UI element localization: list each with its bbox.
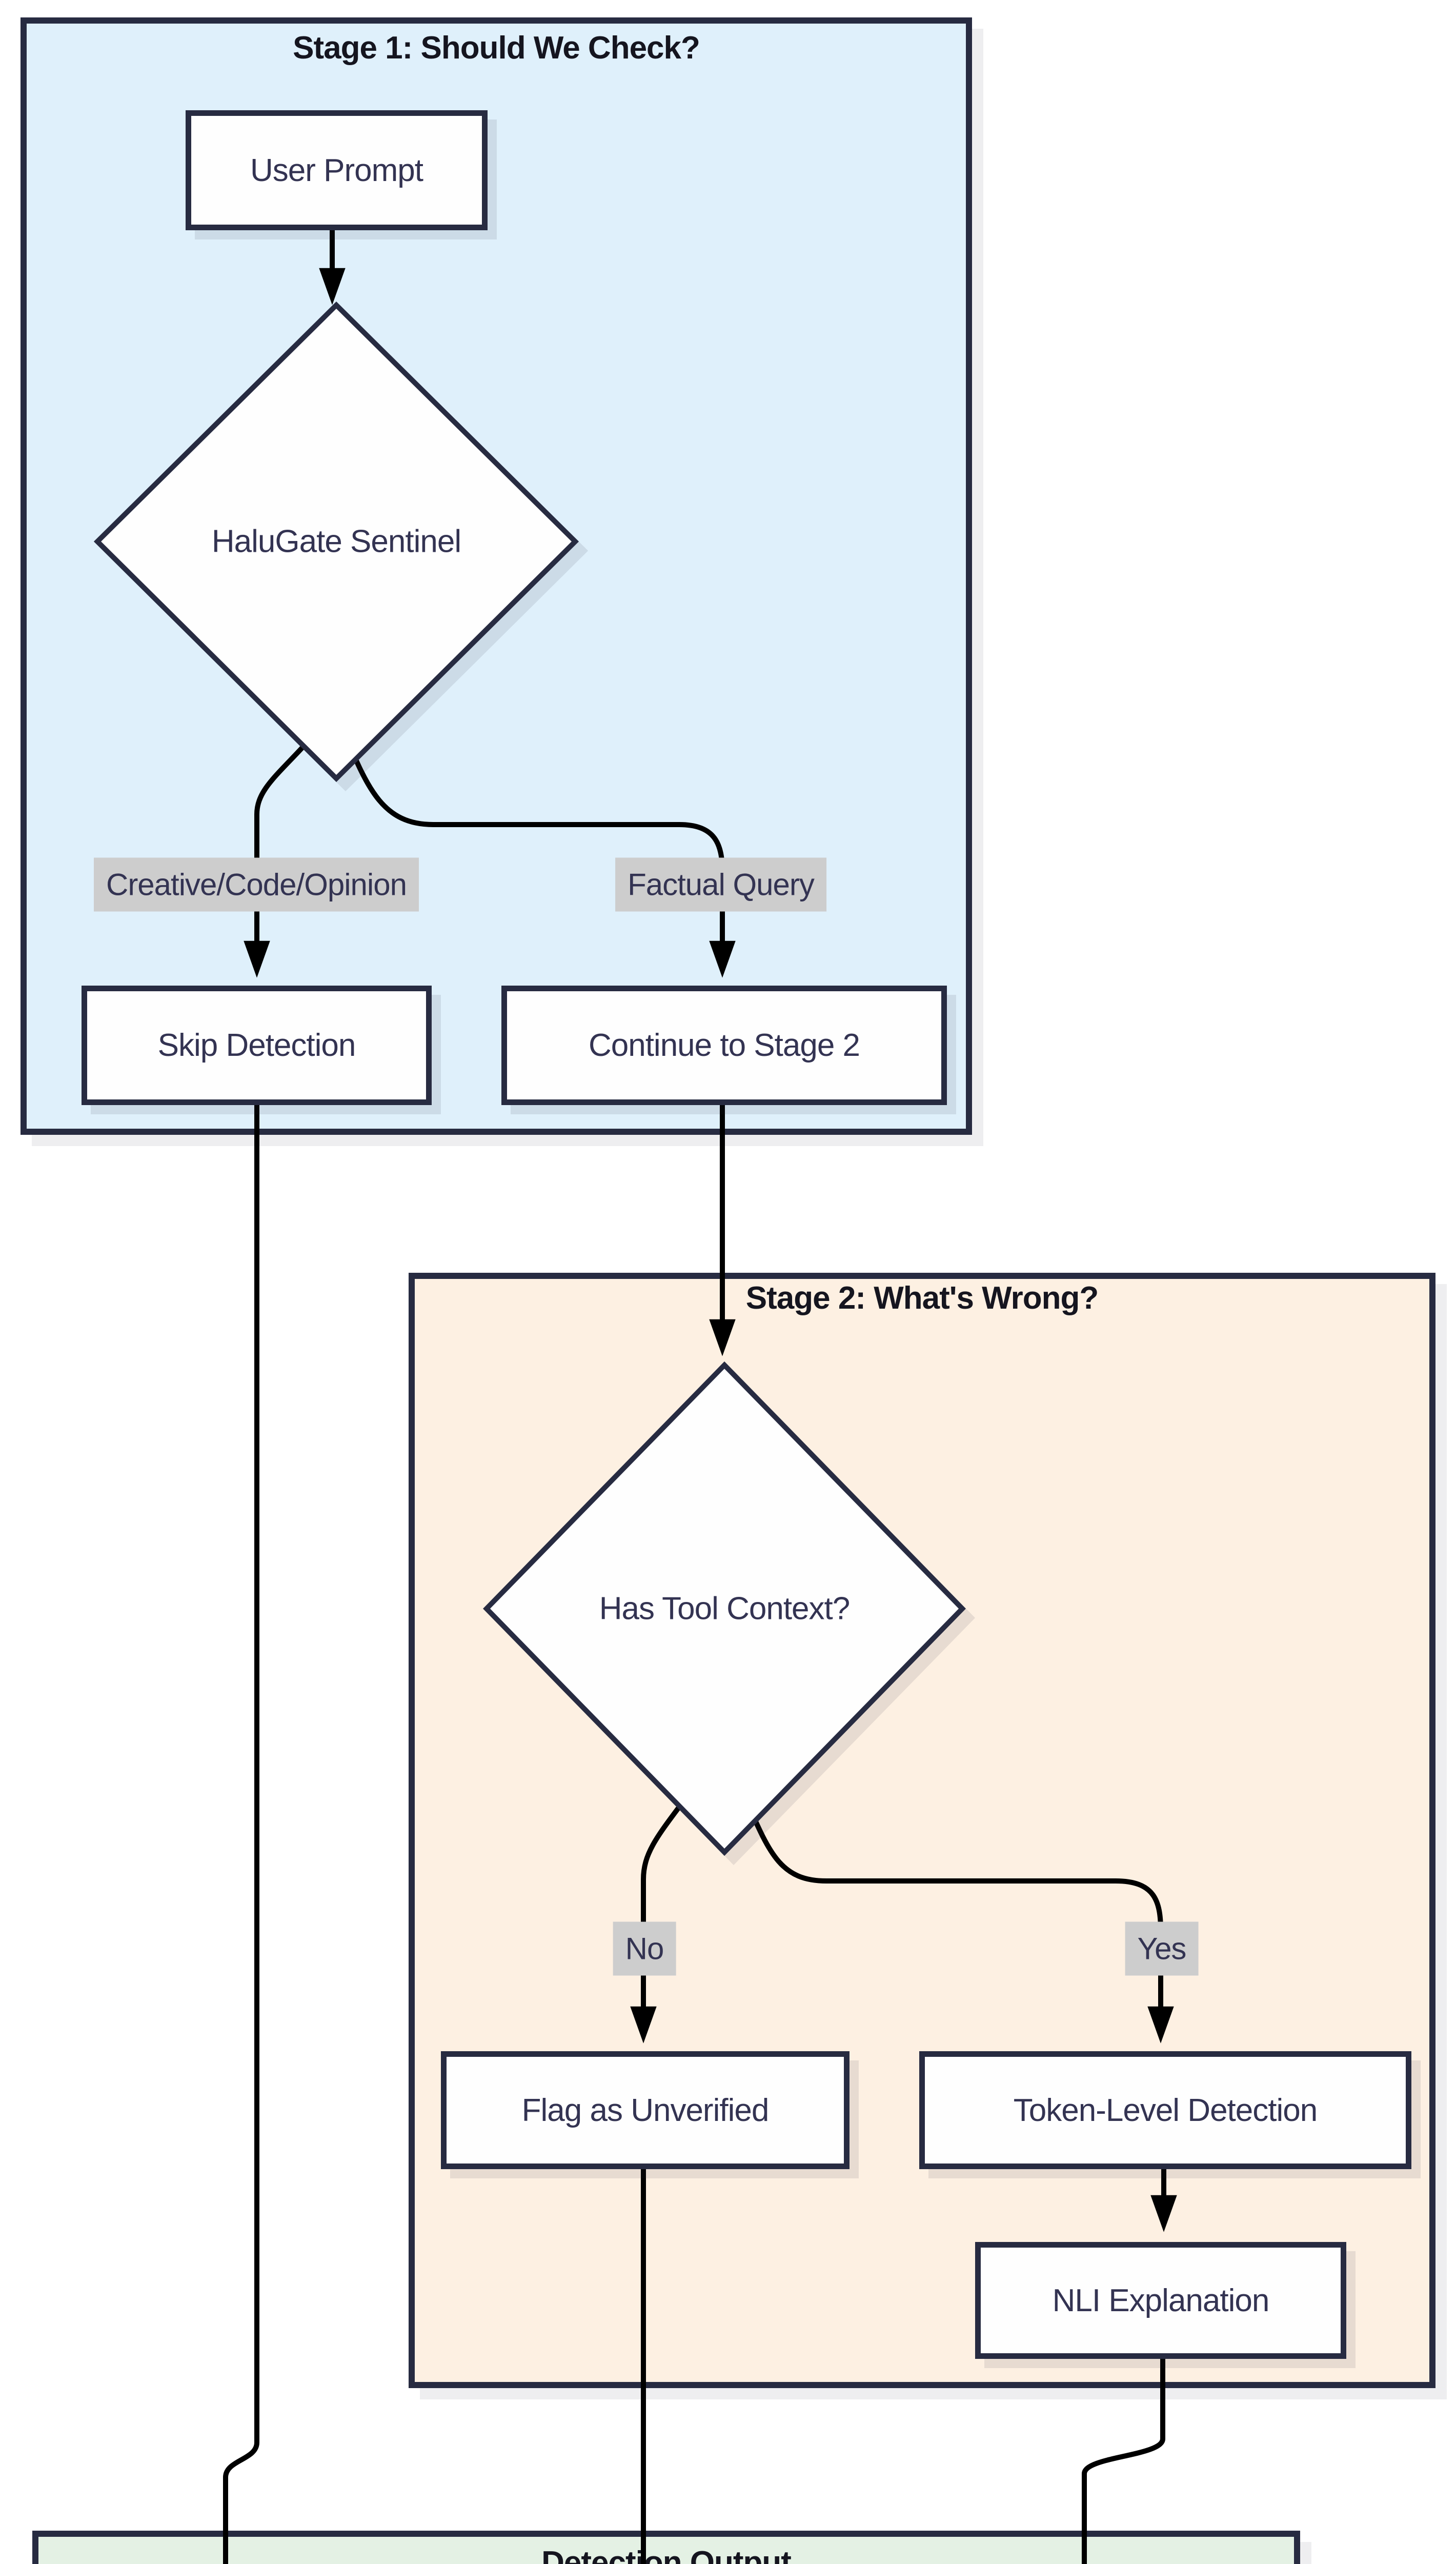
halugate-sentinel-diamond (93, 301, 579, 783)
node-flag-unverified: Flag as Unverified (441, 2051, 850, 2169)
edge-skip-to-passthrough (223, 1105, 259, 2564)
stage2-panel (409, 1273, 1435, 2388)
edge-label-yes: Yes (1125, 1921, 1199, 1976)
node-token-level-detection: Token-Level Detection (919, 2051, 1411, 2169)
node-token-level-label: Token-Level Detection (1013, 2092, 1318, 2128)
edge-sentinel-to-continue (342, 732, 736, 978)
node-user-prompt-label: User Prompt (250, 152, 423, 188)
node-nli-explanation-label: NLI Explanation (1052, 2282, 1270, 2318)
detection-output-panel (32, 2531, 1300, 2564)
has-tool-context-diamond (483, 1361, 966, 1856)
node-user-prompt: User Prompt (186, 110, 488, 230)
node-continue-stage2: Continue to Stage 2 (501, 986, 947, 1105)
stage1-title: Stage 1: Should We Check? (293, 30, 700, 66)
edge-label-factual-query: Factual Query (615, 857, 826, 912)
has-tool-context-label: Has Tool Context? (599, 1591, 850, 1627)
stage2-title: Stage 2: What's Wrong? (745, 1280, 1099, 1316)
has-tool-context-label-wrap: Has Tool Context? (599, 1591, 850, 1627)
halugate-sentinel-label: HaluGate Sentinel (211, 524, 461, 559)
edge-label-creative-code-opinion: Creative/Code/Opinion (93, 857, 419, 912)
node-skip-detection: Skip Detection (82, 986, 432, 1105)
edge-label-no: No (613, 1921, 676, 1976)
node-flag-unverified-label: Flag as Unverified (521, 2092, 770, 2128)
node-nli-explanation: NLI Explanation (975, 2242, 1346, 2359)
edge-nli-to-report (1082, 2359, 1165, 2564)
detection-output-title: Detection Output (541, 2545, 792, 2564)
edge-hastool-to-token (737, 1783, 1174, 2044)
node-skip-detection-label: Skip Detection (157, 1028, 356, 1063)
node-continue-stage2-label: Continue to Stage 2 (588, 1028, 860, 1063)
halugate-sentinel-label-wrap: HaluGate Sentinel (212, 524, 461, 560)
